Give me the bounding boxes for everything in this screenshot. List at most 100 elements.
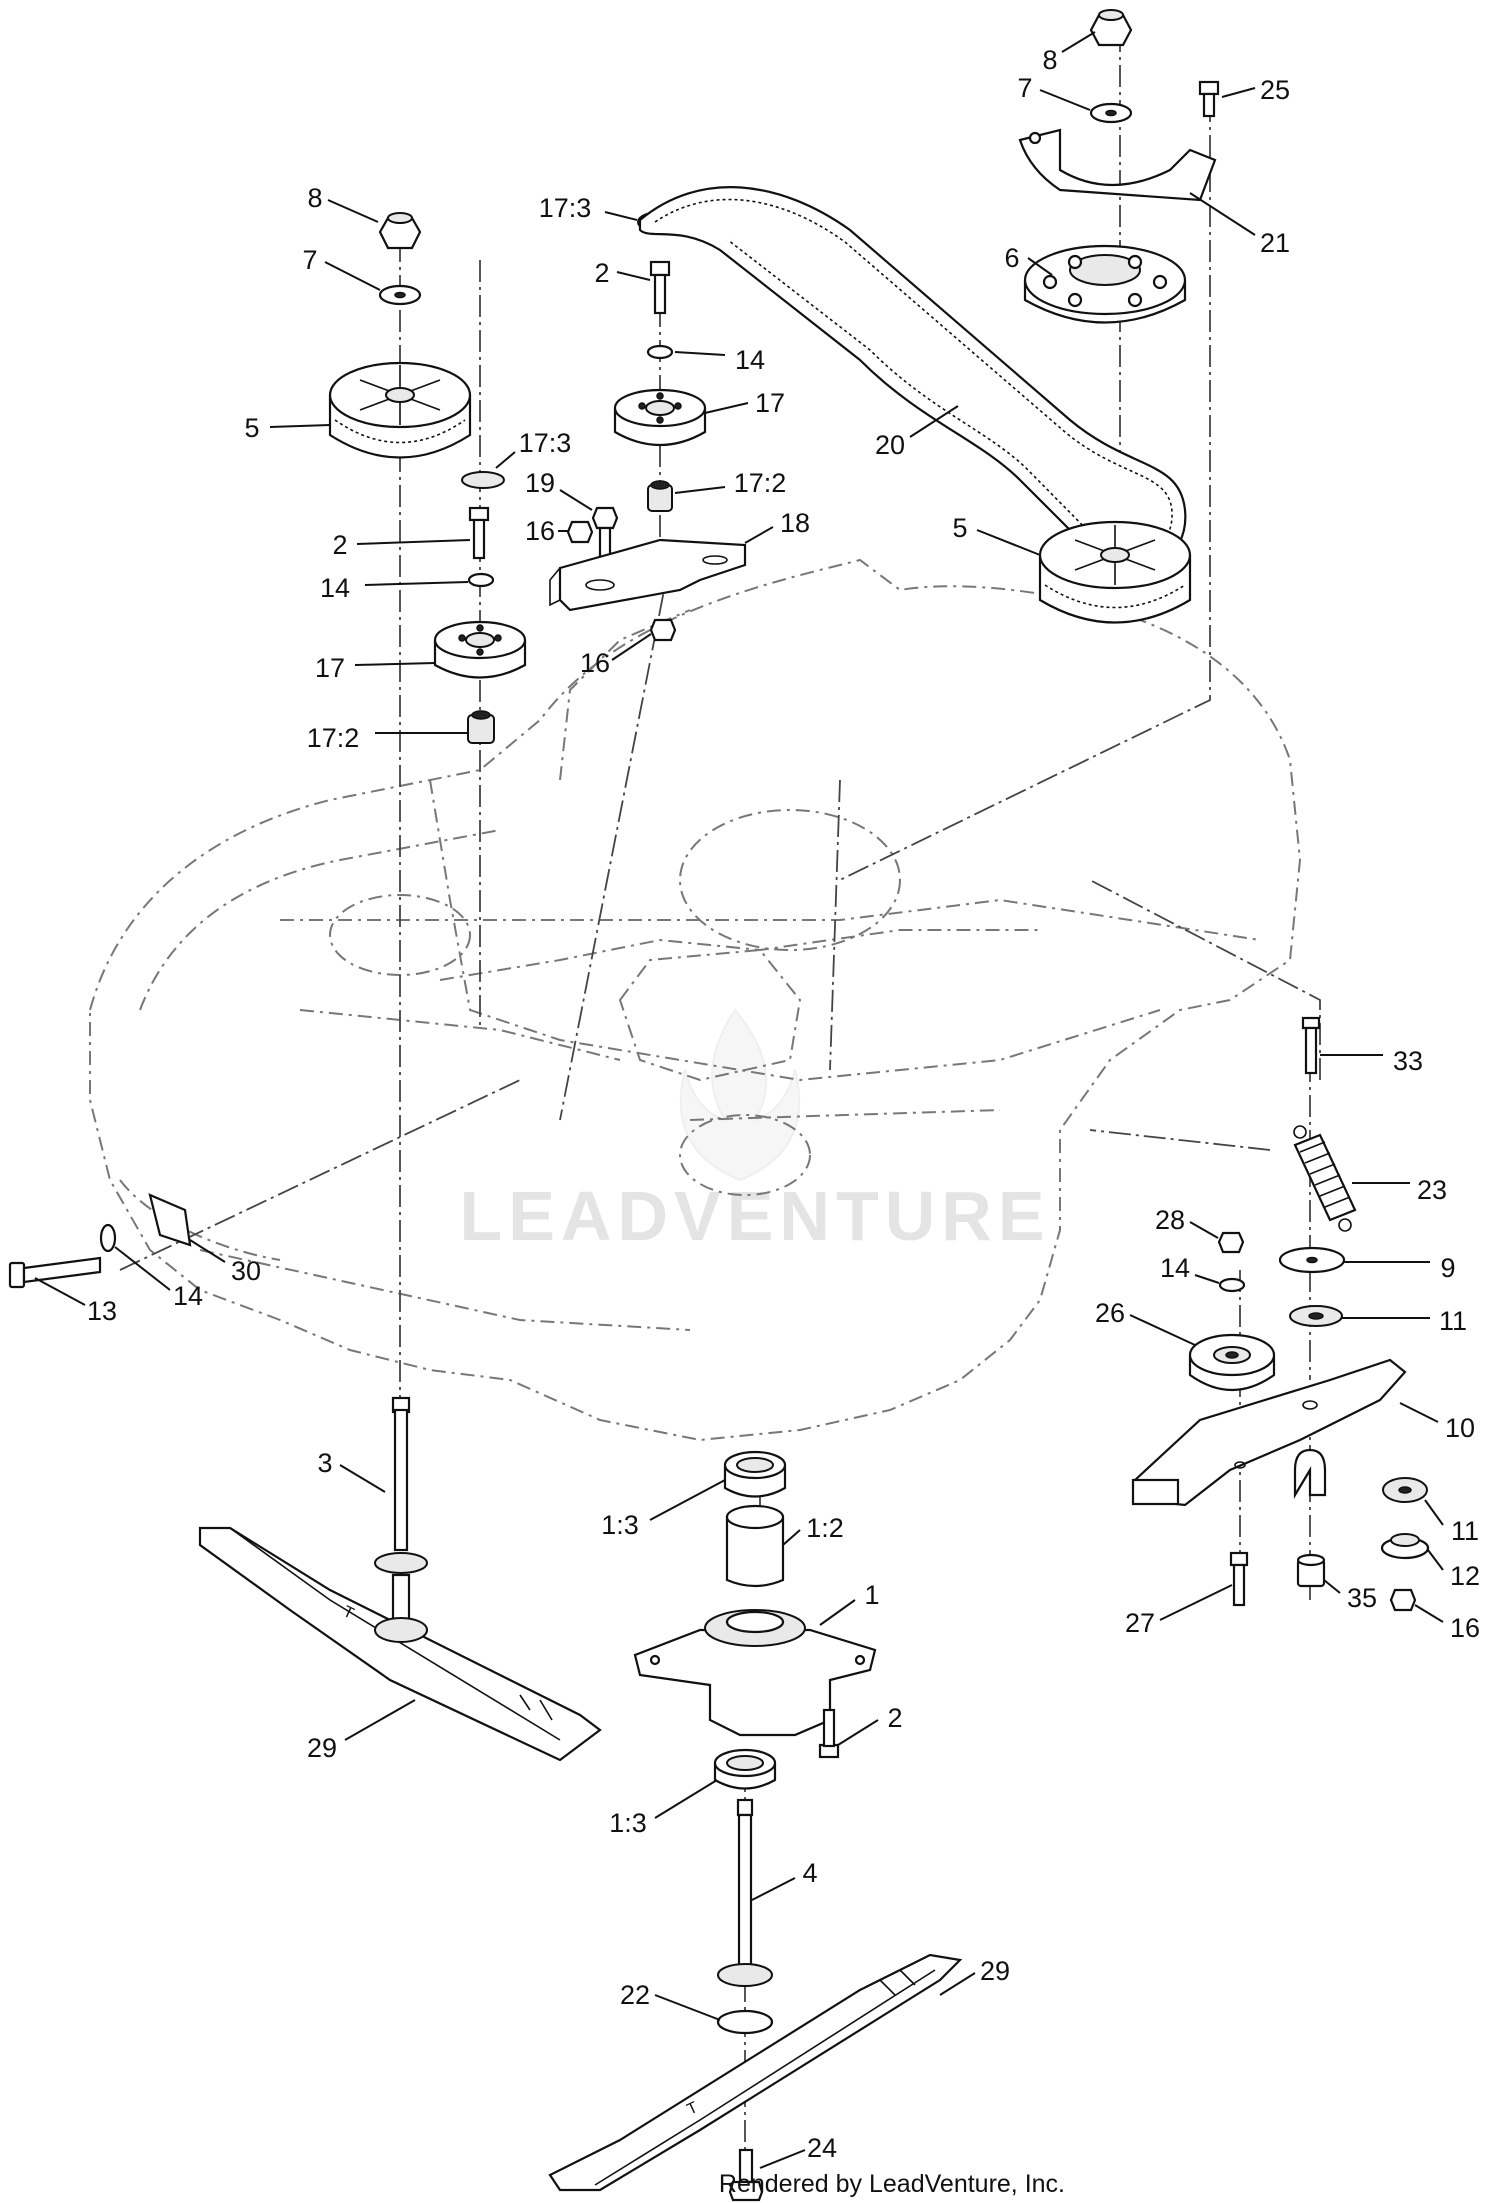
part-label-18: 18 (780, 508, 810, 538)
spindle-housing-1 (633, 1609, 877, 1737)
part-label-2-spindle: 2 (887, 1703, 902, 1733)
leader-line-28 (1189, 1221, 1219, 1239)
center-idler-stack (549, 211, 747, 642)
leader-line-2-spindle (837, 1719, 879, 1746)
shaft-4 (717, 1798, 773, 1987)
left-spindle-blade: T (198, 1396, 602, 1762)
part-label-16-bracket-bottom: 16 (580, 648, 610, 678)
idler-arm-assembly (1131, 1016, 1430, 1612)
part-label-27: 27 (1125, 1608, 1155, 1638)
leader-line-1-2 (782, 1529, 801, 1546)
part-label-11-top: 11 (1439, 1306, 1467, 1336)
part-label-1: 1 (864, 1580, 879, 1610)
part-label-14-top: 14 (735, 345, 765, 375)
part-label-1-2: 1:2 (806, 1513, 844, 1543)
idler-bracket-18 (549, 538, 747, 612)
part-label-7-top-right: 7 (1017, 73, 1032, 103)
bolt-2-top (649, 260, 671, 315)
leader-line-16-idler (1414, 1604, 1444, 1623)
watermark-flame-logo (679, 1008, 801, 1182)
part-label-23: 23 (1417, 1175, 1447, 1205)
leader-line-30 (189, 1239, 226, 1263)
part-label-17-top: 17 (755, 388, 785, 418)
leader-line-16-bracket-bottom (611, 633, 652, 661)
leader-line-26 (1129, 1314, 1196, 1346)
idler-pulley-26 (1188, 1333, 1276, 1392)
left-pulley-stack (328, 212, 527, 744)
belt-guard-21 (1018, 128, 1217, 202)
leader-line-17-2-top (674, 486, 726, 494)
part-label-35: 35 (1347, 1583, 1377, 1613)
blade-29-left: T (198, 1526, 602, 1762)
shaft-3 (374, 1396, 428, 1622)
nut-8-top-right (1089, 9, 1133, 47)
part-label-2-left: 2 (332, 530, 347, 560)
part-label-6: 6 (1004, 243, 1019, 273)
part-label-22: 22 (620, 1980, 650, 2010)
mower-deck-outline (89, 558, 1302, 1442)
leader-line-29-left (344, 1699, 416, 1741)
cap-17-3-left (461, 471, 505, 489)
leader-line-1-3-bottom (654, 1779, 718, 1819)
spring-23 (1293, 1125, 1357, 1232)
leader-line-14-pivot (114, 1246, 171, 1291)
washer-14-top (646, 344, 674, 360)
bolt-25 (1198, 80, 1220, 118)
pulley-5-right (1038, 520, 1192, 624)
part-label-14-left: 14 (320, 573, 350, 603)
bearing-17-2-top (647, 480, 673, 512)
part-label-5-left: 5 (244, 413, 259, 443)
leader-line-1-3-top (649, 1479, 726, 1521)
leader-line-35 (1323, 1579, 1341, 1594)
leader-line-11-bottom (1424, 1499, 1444, 1526)
part-label-20: 20 (875, 430, 905, 460)
part-label-16-bracket-top: 16 (525, 516, 555, 546)
right-pulley-stack (1018, 9, 1220, 624)
leader-line-3 (339, 1464, 386, 1493)
part-label-14-pivot: 14 (173, 1281, 203, 1311)
pulley-5-left (328, 361, 472, 459)
leader-line-27 (1159, 1584, 1233, 1621)
part-label-14-idler: 14 (1160, 1253, 1190, 1283)
leader-line-21 (1189, 192, 1256, 236)
pulley-6 (1023, 244, 1187, 324)
part-label-30: 30 (231, 1256, 261, 1286)
leader-line-20 (909, 405, 959, 438)
part-label-4: 4 (802, 1858, 817, 1888)
idler-pulley-17-left (433, 620, 527, 679)
washer-9 (1278, 1246, 1346, 1274)
plate-30 (148, 1193, 192, 1247)
part-label-8-left: 8 (307, 183, 322, 213)
part-label-17-3-top: 17:3 (539, 193, 592, 223)
part-label-13: 13 (87, 1296, 117, 1326)
part-label-28: 28 (1155, 1205, 1185, 1235)
leader-line-14-idler (1194, 1274, 1220, 1284)
part-label-17-2-top: 17:2 (734, 468, 787, 498)
washer-7-left (378, 284, 422, 306)
leader-line-5-left (269, 424, 331, 428)
part-label-21: 21 (1260, 228, 1290, 258)
blade-29-right: T (548, 1953, 963, 2192)
bolt-2-left (468, 506, 490, 560)
leader-line-25 (1221, 87, 1256, 98)
nut-16-idler (1389, 1588, 1417, 1612)
leader-line-13 (34, 1277, 86, 1306)
bolt-33 (1301, 1016, 1321, 1075)
part-label-17-2-left: 17:2 (307, 723, 360, 753)
bearing-1-3-top (723, 1450, 787, 1498)
bearing-17-2-left (467, 710, 495, 744)
bolt-27 (1229, 1551, 1249, 1607)
washer-11-top (1289, 1305, 1343, 1327)
bolt-2-spindle (818, 1708, 840, 1759)
part-label-8-top-right: 8 (1042, 45, 1057, 75)
bearing-1-3-bottom (713, 1748, 777, 1790)
footer-credit: Rendered by LeadVenture, Inc. (719, 2170, 1065, 2198)
leader-line-7-top-right (1039, 89, 1091, 111)
leader-line-2-left (356, 539, 471, 545)
leader-line-5-right (976, 529, 1041, 556)
part-label-17-3-left: 17:3 (519, 428, 572, 458)
leader-line-1 (819, 1599, 856, 1626)
spacer-35 (1296, 1553, 1326, 1588)
leader-line-10 (1399, 1402, 1439, 1423)
drive-belt-20 (638, 186, 1187, 571)
